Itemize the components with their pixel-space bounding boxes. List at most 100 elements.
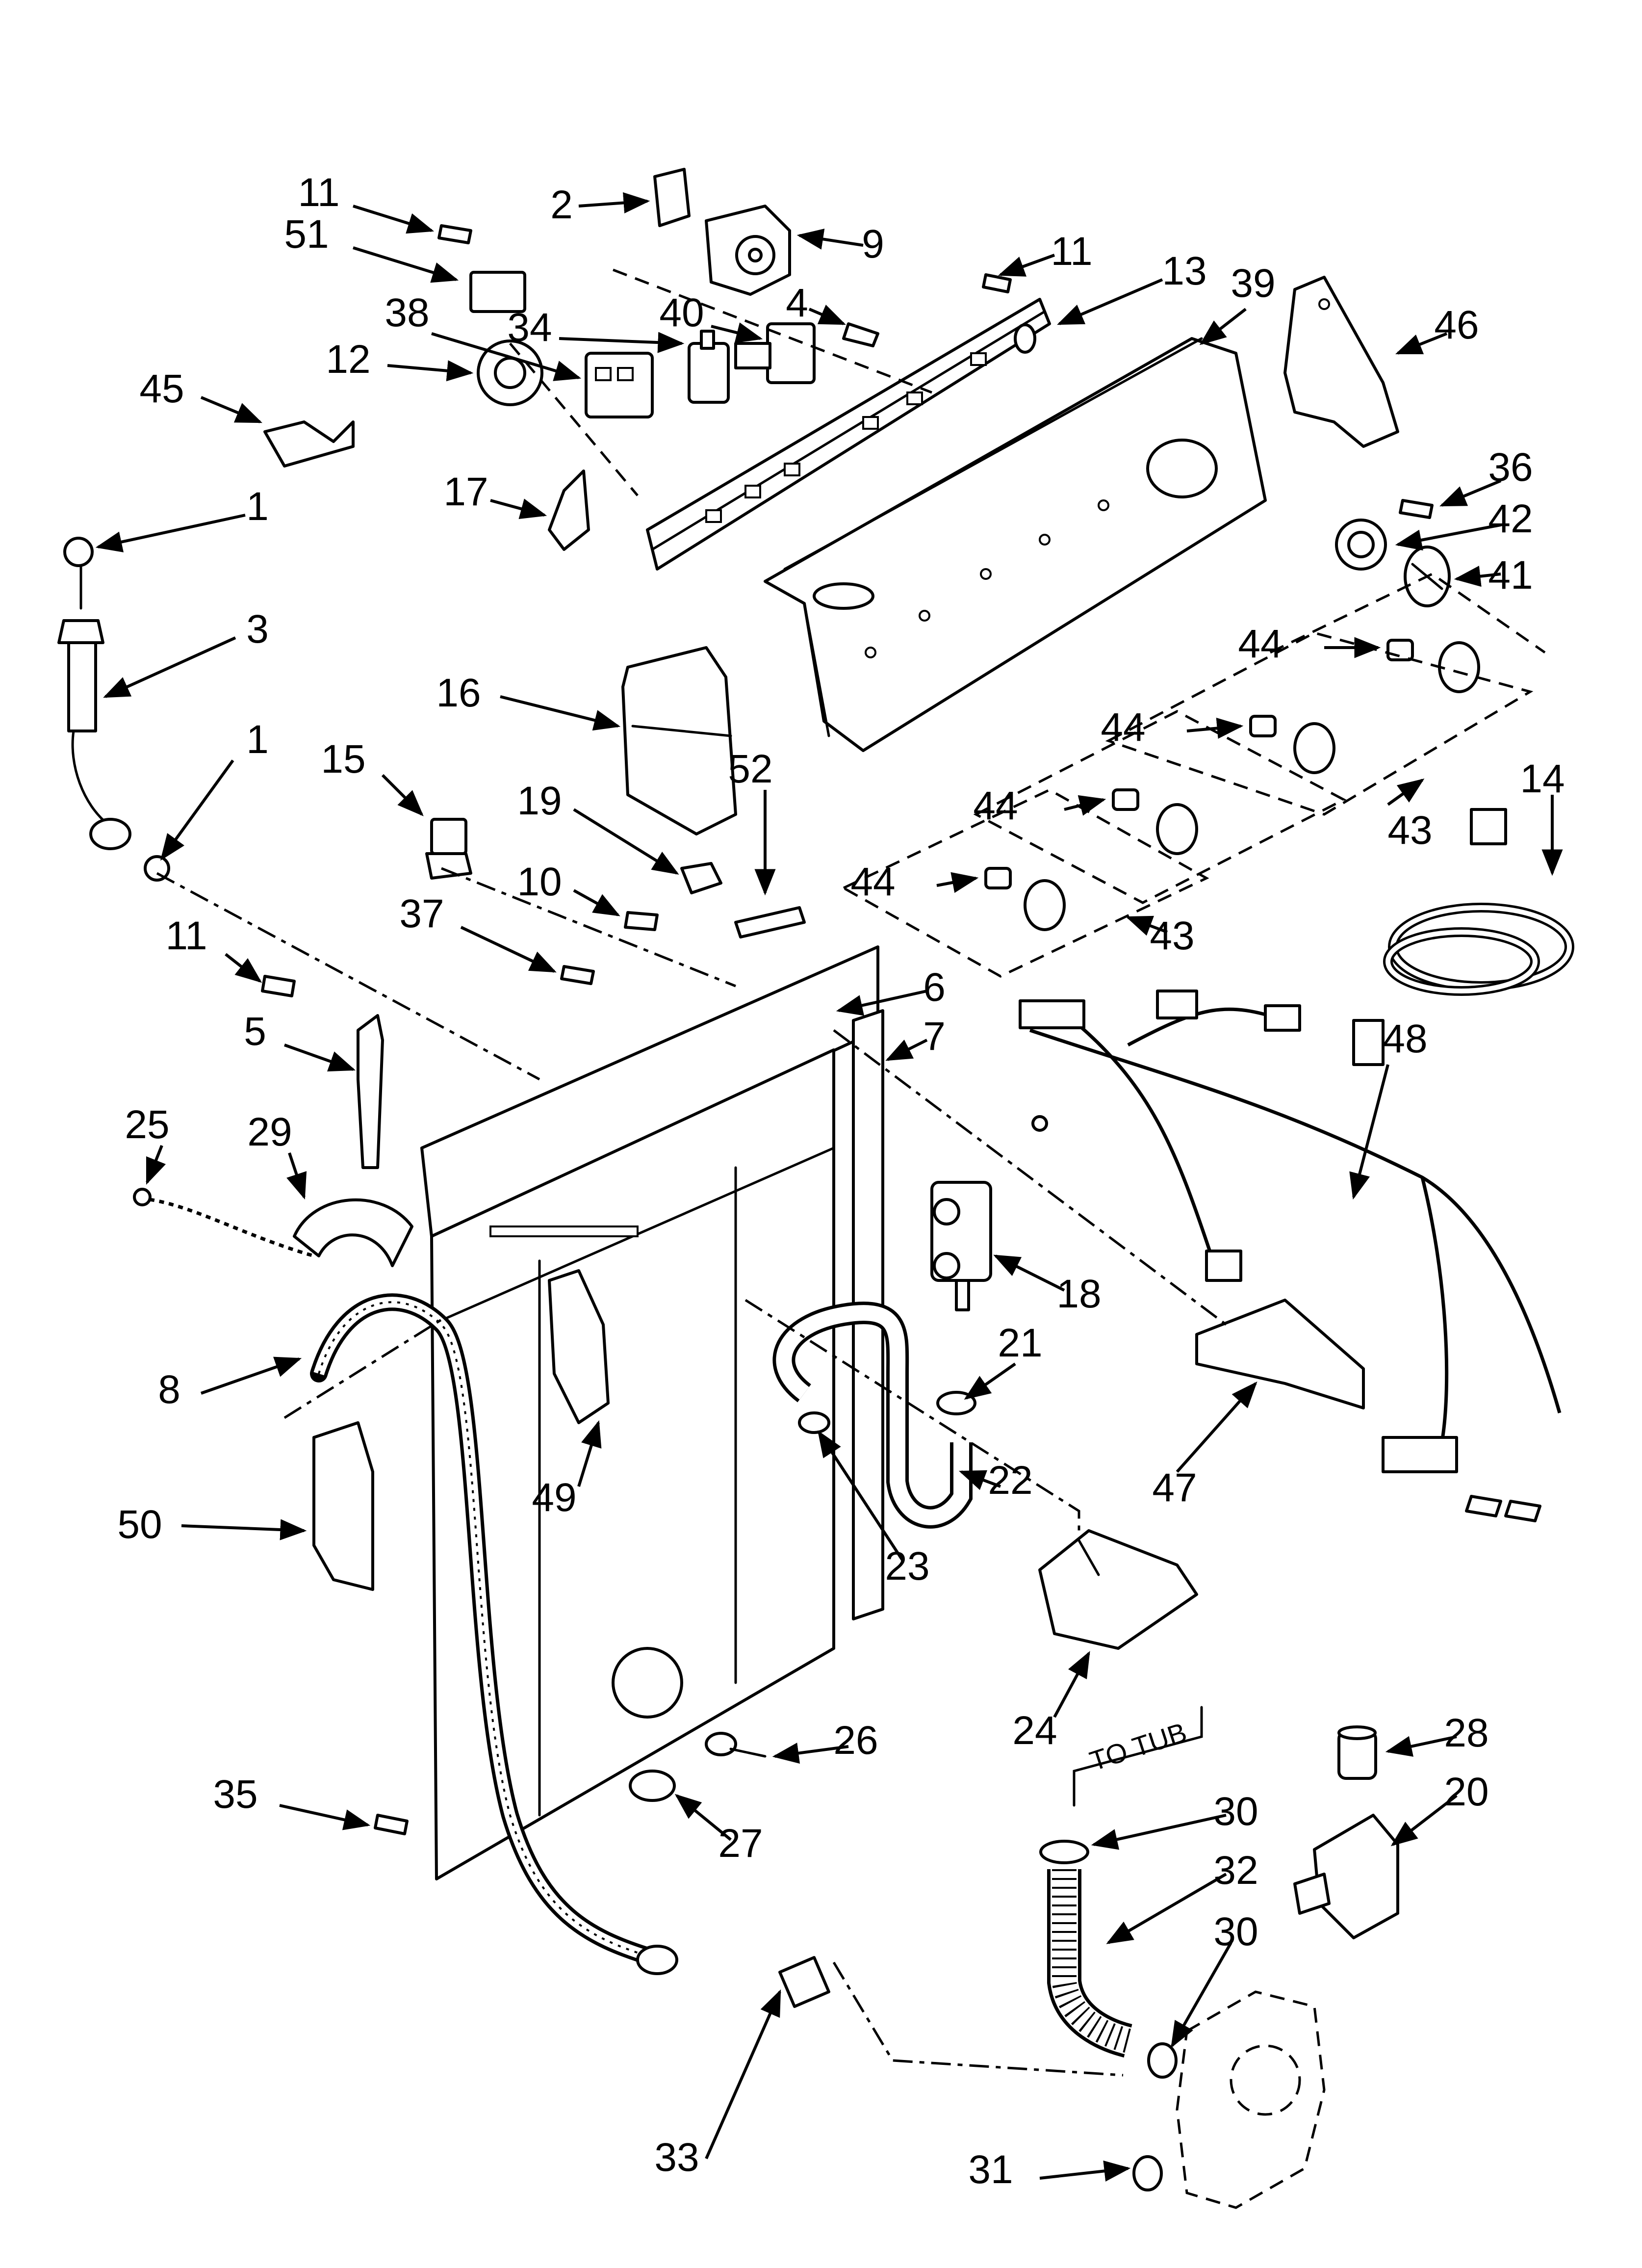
water-valve xyxy=(930,1181,992,1311)
callout-3: 3 xyxy=(103,607,269,698)
callout-18: 18 xyxy=(993,1254,1102,1316)
capacitor xyxy=(1337,1725,1377,1780)
callout-arrow xyxy=(1387,778,1425,806)
callout-number: 49 xyxy=(532,1475,576,1520)
to-tub-note: TO TUB xyxy=(1073,1706,1203,1807)
callout-number: 1 xyxy=(246,484,269,529)
dispenser xyxy=(1038,1529,1198,1650)
callout-number: 31 xyxy=(968,2147,1013,2192)
callout-44c: 44 xyxy=(973,783,1106,828)
callout-number: 5 xyxy=(244,1009,266,1054)
callout-arrow xyxy=(1125,915,1168,936)
clip-bracket xyxy=(263,420,355,468)
callout-number: 11 xyxy=(298,170,339,215)
callout-arrow xyxy=(490,498,547,520)
callout-number: 44 xyxy=(1238,622,1283,666)
drain-pump xyxy=(1293,1814,1399,1939)
callout-arrow xyxy=(431,332,582,381)
knob-set xyxy=(984,639,1480,931)
callout-7: 7 xyxy=(885,1014,946,1061)
callout-number: 52 xyxy=(728,747,772,791)
knob-switch xyxy=(688,330,730,404)
callout-number: 18 xyxy=(1056,1272,1101,1316)
callout-43a: 43 xyxy=(1387,778,1433,853)
callout-28: 28 xyxy=(1385,1711,1489,1757)
callout-arrow xyxy=(1199,308,1247,345)
callout-10: 10 xyxy=(517,860,620,916)
callout-arrow xyxy=(836,990,927,1016)
callout-arrow xyxy=(225,953,262,983)
switch xyxy=(653,168,691,227)
callout-number: 44 xyxy=(1101,705,1145,750)
callout-number: 9 xyxy=(862,222,884,266)
callout-arrow xyxy=(711,322,763,343)
callout-51: 51 xyxy=(284,212,459,283)
callout-24: 24 xyxy=(1012,1651,1090,1753)
callout-38: 38 xyxy=(385,290,582,381)
callout-39: 39 xyxy=(1199,261,1276,345)
callout-arrow xyxy=(381,774,424,816)
to-tub-label: TO TUB xyxy=(1086,1717,1190,1777)
clamp-17 xyxy=(548,469,590,551)
callout-number: 3 xyxy=(246,607,269,652)
callout-number: 38 xyxy=(385,290,429,335)
callout-number: 20 xyxy=(1444,1770,1488,1814)
callout-number: 29 xyxy=(247,1110,292,1154)
callout-number: 10 xyxy=(517,860,562,904)
callout-number: 14 xyxy=(1520,756,1565,801)
callout-20: 20 xyxy=(1390,1770,1489,1847)
callout-arrow xyxy=(796,229,864,250)
callout-number: 47 xyxy=(1152,1465,1197,1510)
callout-arrow xyxy=(500,695,621,731)
callout-number: 4 xyxy=(786,281,808,325)
screw-36 xyxy=(1399,499,1434,519)
callout-arrow xyxy=(200,396,262,423)
callout-30b: 30 xyxy=(1171,1909,1258,2048)
callout-35: 35 xyxy=(213,1772,371,1830)
callout-arrow xyxy=(1349,1064,1389,1200)
wiring-harness xyxy=(1019,990,1562,1522)
callout-arrow xyxy=(1176,1381,1257,1473)
callout-arrow xyxy=(1454,566,1501,587)
console-panel xyxy=(764,337,1267,752)
callout-25: 25 xyxy=(125,1102,170,1185)
callout-22: 22 xyxy=(958,1458,1033,1503)
callout-16: 16 xyxy=(436,671,621,731)
callout-31: 31 xyxy=(968,2147,1131,2192)
callout-number: 12 xyxy=(326,337,370,382)
callout-52: 52 xyxy=(728,747,776,896)
callout-arrow xyxy=(559,332,685,353)
callout-33: 33 xyxy=(654,1989,781,2180)
callout-arrow xyxy=(1439,479,1502,507)
callout-arrow xyxy=(1171,1942,1232,2048)
callout-44b: 44 xyxy=(1101,705,1244,750)
clamp-27 xyxy=(629,1770,676,1802)
callout-number: 51 xyxy=(284,212,329,257)
callout-19: 19 xyxy=(517,779,679,875)
callout-number: 28 xyxy=(1444,1711,1488,1755)
callout-44a: 44 xyxy=(1238,622,1381,666)
callout-arrow xyxy=(103,636,236,698)
callout-arrow xyxy=(1091,1814,1227,1850)
callout-arrow xyxy=(1064,795,1106,816)
knob-42 xyxy=(1335,519,1387,571)
callout-1a: 1 xyxy=(95,484,269,552)
callout-5: 5 xyxy=(244,1009,356,1071)
callout-43b: 43 xyxy=(1125,913,1195,958)
callout-arrow xyxy=(1385,1735,1457,1757)
assembly-lines xyxy=(156,268,1546,2077)
callout-number: 19 xyxy=(517,779,562,823)
callout-number: 8 xyxy=(158,1367,180,1412)
callout-number: 1 xyxy=(246,717,269,762)
callout-11c: 11 xyxy=(165,913,262,983)
callout-number: 21 xyxy=(998,1321,1042,1365)
callout-14: 14 xyxy=(1520,756,1565,876)
callout-number: 41 xyxy=(1488,553,1533,598)
callout-number: 13 xyxy=(1162,249,1206,293)
callout-2: 2 xyxy=(550,182,650,227)
control-bracket xyxy=(646,298,1051,571)
bracket-50 xyxy=(312,1421,374,1591)
selector-switch xyxy=(585,352,654,418)
callout-number: 22 xyxy=(988,1458,1032,1503)
callout-arrow xyxy=(1186,717,1244,739)
